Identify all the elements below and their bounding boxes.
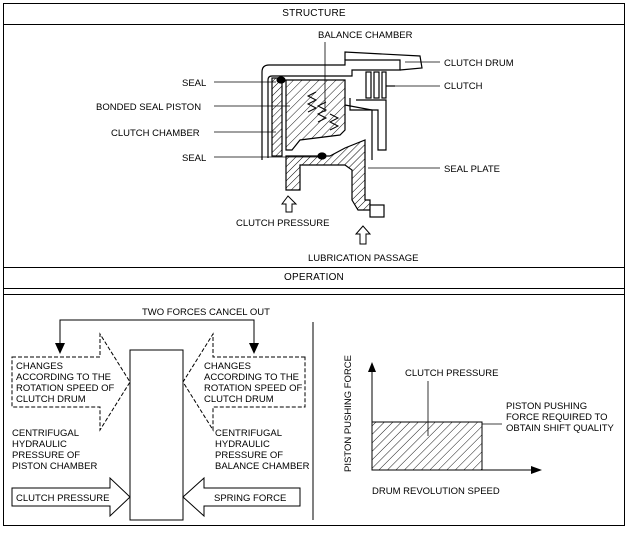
seal-upper xyxy=(276,76,286,84)
required-force-label: PISTON PUSHING xyxy=(506,401,587,412)
label-lubrication-passage: LUBRICATION PASSAGE xyxy=(308,253,419,264)
svg-text:ROTATION SPEED OF: ROTATION SPEED OF xyxy=(204,383,303,394)
svg-text:PISTON CHAMBER: PISTON CHAMBER xyxy=(12,461,97,472)
clutch-pressure-force-arrow xyxy=(11,476,131,518)
clutch-plate xyxy=(381,71,387,99)
seal-plate-rim xyxy=(344,104,373,160)
svg-text:HYDRAULIC: HYDRAULIC xyxy=(215,439,270,450)
bracket-arrow-left xyxy=(55,343,65,354)
clutch-drum-flange xyxy=(344,51,423,71)
label-clutch-pressure: CLUTCH PRESSURE xyxy=(236,218,329,229)
spring-force-label: SPRING FORCE xyxy=(214,493,286,504)
svg-text:ROTATION SPEED OF: ROTATION SPEED OF xyxy=(16,383,115,394)
svg-text:HYDRAULIC: HYDRAULIC xyxy=(12,439,67,450)
x-axis-arrow xyxy=(531,466,542,474)
clutch-plate xyxy=(373,71,380,99)
lubrication-arrow xyxy=(354,225,372,245)
clutch-pressure-force-label: CLUTCH PRESSURE xyxy=(16,493,109,504)
label-balance-chamber: BALANCE CHAMBER xyxy=(318,30,413,41)
svg-text:CLUTCH DRUM: CLUTCH DRUM xyxy=(204,394,274,405)
x-axis-label: DRUM REVOLUTION SPEED xyxy=(372,486,500,497)
clutch-plate xyxy=(365,71,372,99)
diagram-frame: STRUCTURE OPERATION xyxy=(3,3,625,526)
svg-text:CENTRIFUGAL: CENTRIFUGAL xyxy=(12,428,79,439)
label-bonded-seal-piston: BONDED SEAL PISTON xyxy=(96,102,201,113)
piston-block xyxy=(129,349,184,521)
required-force-area xyxy=(371,421,483,471)
return-spring xyxy=(306,91,340,131)
svg-text:PRESSURE OF: PRESSURE OF xyxy=(215,450,283,461)
two-forces-bracket xyxy=(59,319,255,352)
label-seal-top: SEAL xyxy=(182,78,206,89)
drum-hub xyxy=(349,98,387,151)
svg-text:CHANGES: CHANGES xyxy=(16,361,63,372)
svg-text:CLUTCH DRUM: CLUTCH DRUM xyxy=(16,394,86,405)
bonded-seal-piston xyxy=(285,79,346,151)
seal-lower xyxy=(317,152,327,160)
right-centrifugal-arrow xyxy=(182,332,306,432)
svg-text:CENTRIFUGAL: CENTRIFUGAL xyxy=(215,428,282,439)
y-axis-label: PISTON PUSHING FORCE xyxy=(343,355,354,472)
spring-force-arrow xyxy=(182,476,301,518)
operation-divider xyxy=(4,294,624,295)
structure-header: STRUCTURE xyxy=(4,4,624,25)
svg-text:BALANCE CHAMBER: BALANCE CHAMBER xyxy=(215,461,310,472)
bracket-arrow-right xyxy=(249,343,259,354)
left-centrifugal-text: CENTRIFUGAL HYDRAULIC PRESSURE OF PISTON… xyxy=(12,428,97,472)
svg-text:PRESSURE OF: PRESSURE OF xyxy=(12,450,80,461)
piston-outer-band xyxy=(271,77,283,157)
operation-header: OPERATION xyxy=(4,268,624,289)
svg-text:ACCORDING TO THE: ACCORDING TO THE xyxy=(16,372,111,383)
two-forces-label: TWO FORCES CANCEL OUT xyxy=(142,307,270,318)
svg-text:CHANGES: CHANGES xyxy=(204,361,251,372)
label-clutch-chamber: CLUTCH CHAMBER xyxy=(111,128,200,139)
seal-plate xyxy=(285,139,371,211)
left-changes-text: CHANGES ACCORDING TO THE ROTATION SPEED … xyxy=(16,361,115,405)
force-graph: PISTON PUSHING FORCE DRUM REVOLUTION SPE… xyxy=(343,355,615,497)
left-centrifugal-arrow xyxy=(11,332,131,432)
clutch-drum-shell xyxy=(261,59,401,160)
svg-text:ACCORDING TO THE: ACCORDING TO THE xyxy=(204,372,299,383)
clutch-cross-section xyxy=(261,51,423,218)
lubrication-stem xyxy=(369,204,385,218)
required-force-label: FORCE REQUIRED TO xyxy=(506,412,608,423)
graph-clutch-pressure-label: CLUTCH PRESSURE xyxy=(405,368,498,379)
clutch-pressure-arrow xyxy=(281,195,298,213)
label-clutch: CLUTCH xyxy=(444,81,483,92)
label-clutch-drum: CLUTCH DRUM xyxy=(444,58,514,69)
label-seal-plate: SEAL PLATE xyxy=(444,164,500,175)
force-balance-diagram: TWO FORCES CANCEL OUT CHANGES ACCORDING … xyxy=(11,307,310,521)
right-centrifugal-text: CENTRIFUGAL HYDRAULIC PRESSURE OF BALANC… xyxy=(215,428,310,472)
y-axis-arrow xyxy=(368,362,376,372)
required-force-label: OBTAIN SHIFT QUALITY xyxy=(506,423,615,434)
label-seal-bottom: SEAL xyxy=(182,153,206,164)
structure-labels: BALANCE CHAMBER CLUTCH DRUM CLUTCH SEAL … xyxy=(96,30,514,264)
section-divider xyxy=(4,267,624,268)
right-changes-text: CHANGES ACCORDING TO THE ROTATION SPEED … xyxy=(204,361,303,405)
